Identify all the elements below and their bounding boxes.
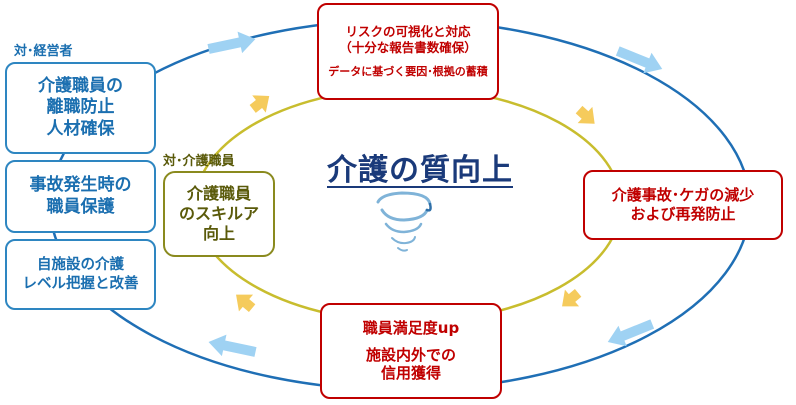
yellow-arrow-top-left (249, 95, 270, 113)
skill-up-box: 介護職員 のスキルア 向上 (163, 171, 275, 257)
retention-line2: 離職防止 (46, 97, 115, 118)
staff-satisfaction-box: 職員満足度up 施設内外での 信用獲得 (320, 303, 502, 399)
accident-line2: および再発防止 (630, 205, 736, 223)
staff-protection-box: 事故発生時の 職員保護 (5, 160, 156, 233)
protection-line2: 職員保護 (46, 196, 115, 217)
risk-line1: リスクの可視化と対応 (345, 24, 471, 39)
diagram-title: 介護の質向上 (327, 153, 513, 188)
level-line2: レベル把握と改善 (22, 275, 139, 292)
risk-line3: データに基づく要因･根拠の蓄積 (328, 65, 488, 79)
staff-retention-box: 介護職員の 離職防止 人材確保 (5, 62, 156, 154)
satisfaction-line2: 施設内外での (365, 345, 456, 364)
management-label: 対･経営者 (14, 44, 73, 59)
yellow-arrow-top-right (575, 105, 595, 124)
level-line1: 自施設の介護 (37, 257, 124, 274)
satisfaction-line1: 職員満足度up (362, 318, 460, 337)
inner-arrows (236, 95, 595, 312)
accident-reduction-box: 介護事故･ケガの減少 および再発防止 (583, 170, 783, 240)
retention-line1: 介護職員の (38, 76, 123, 97)
retention-line3: 人材確保 (46, 118, 115, 139)
risk-visualization-box: リスクの可視化と対応 （十分な報告書数確保） データに基づく要因･根拠の蓄積 (317, 3, 499, 100)
staff-label: 対･介護職員 (163, 154, 235, 169)
skill-line1: 介護職員 (186, 184, 251, 203)
care-level-box: 自施設の介護 レベル把握と改善 (5, 239, 156, 310)
satisfaction-line3: 信用獲得 (380, 364, 441, 383)
skill-line2: のスキルア (178, 204, 259, 223)
blue-arrow-top-right (615, 46, 663, 74)
protection-line1: 事故発生時の (29, 175, 132, 196)
yellow-arrow-bottom-left (236, 294, 256, 312)
skill-line3: 向上 (202, 224, 235, 243)
yellow-arrow-bottom-right (562, 289, 582, 307)
swirl-icon (376, 191, 432, 252)
outer-arrows (207, 31, 663, 357)
blue-arrow-bottom-right (607, 319, 655, 347)
risk-line2: （十分な報告書数確保） (339, 39, 477, 55)
accident-line1: 介護事故･ケガの減少 (611, 186, 755, 205)
blue-arrow-top-left (207, 31, 256, 54)
blue-arrow-bottom-left (208, 334, 257, 357)
